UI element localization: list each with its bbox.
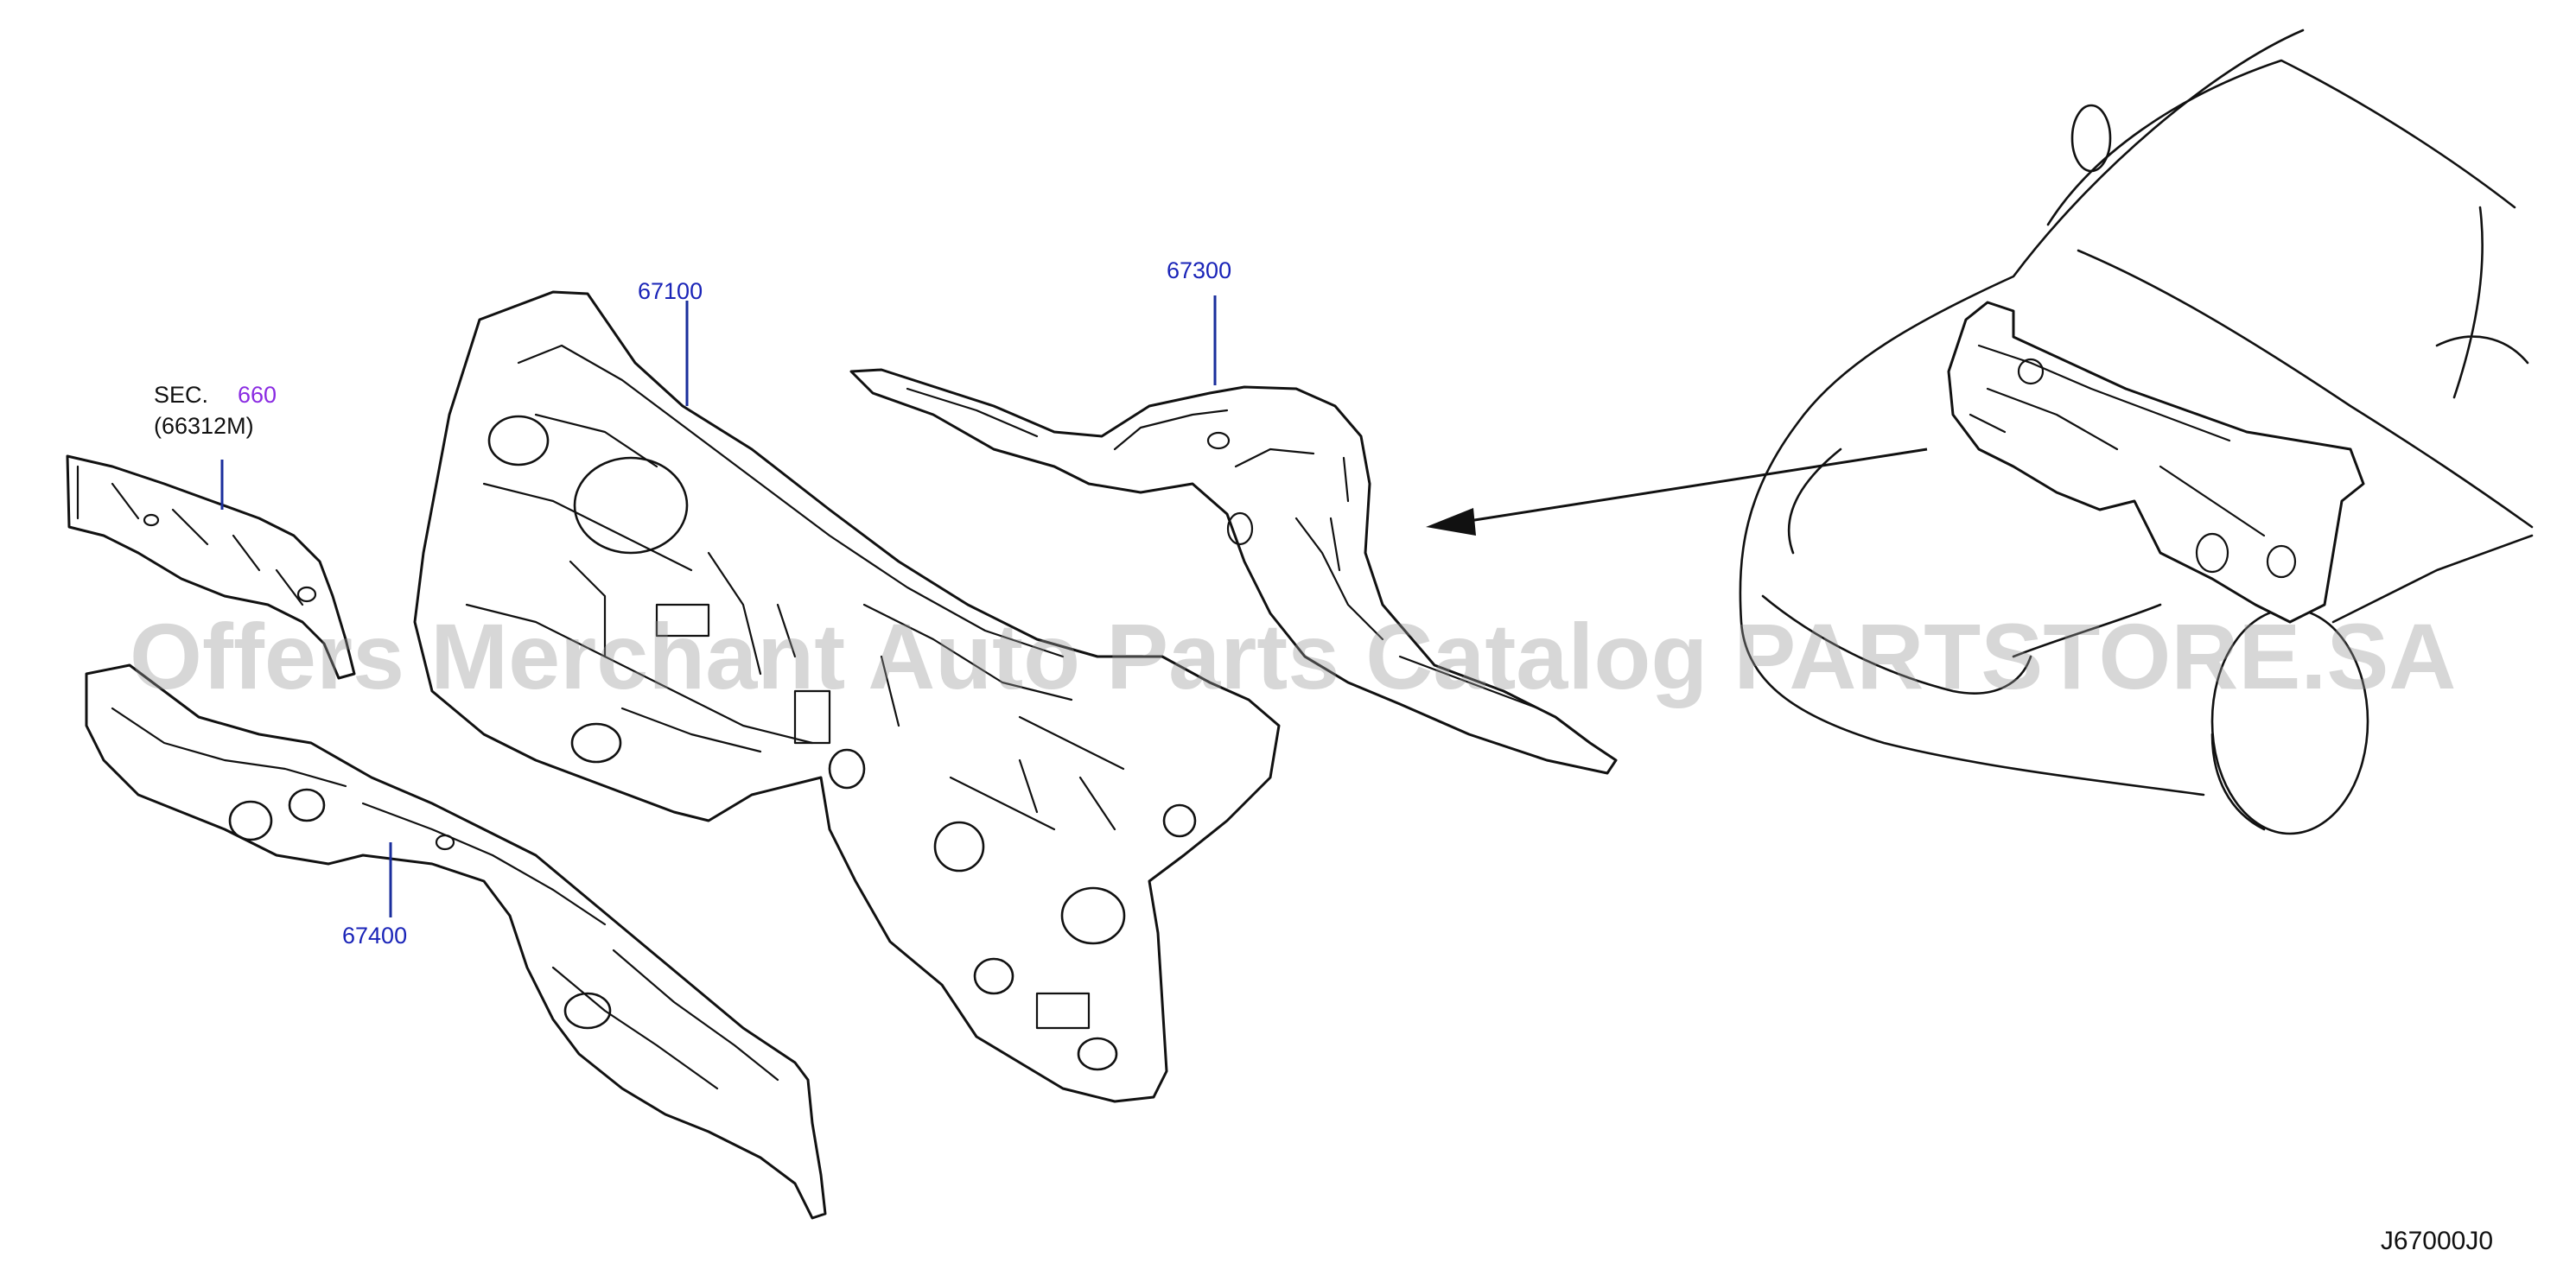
diagram-code: J67000J0 bbox=[2380, 1227, 2493, 1255]
dash-cross-member-67400[interactable] bbox=[85, 663, 827, 1220]
location-arrow bbox=[1426, 447, 1928, 536]
callout-67100[interactable]: 67100 bbox=[638, 278, 703, 304]
callout-67300[interactable]: 67300 bbox=[1167, 257, 1232, 283]
section-number-link[interactable]: 660 bbox=[238, 382, 277, 408]
cowl-side-section-660[interactable] bbox=[66, 454, 356, 680]
dash-panel-67100[interactable] bbox=[413, 290, 1281, 1103]
upper-dash-panel-67300[interactable] bbox=[849, 368, 1618, 775]
section-prefix: SEC. bbox=[154, 382, 209, 408]
vehicle-location-view bbox=[1739, 29, 2534, 835]
callout-67400[interactable]: 67400 bbox=[342, 923, 408, 949]
section-reference: (66312M) bbox=[154, 413, 254, 439]
